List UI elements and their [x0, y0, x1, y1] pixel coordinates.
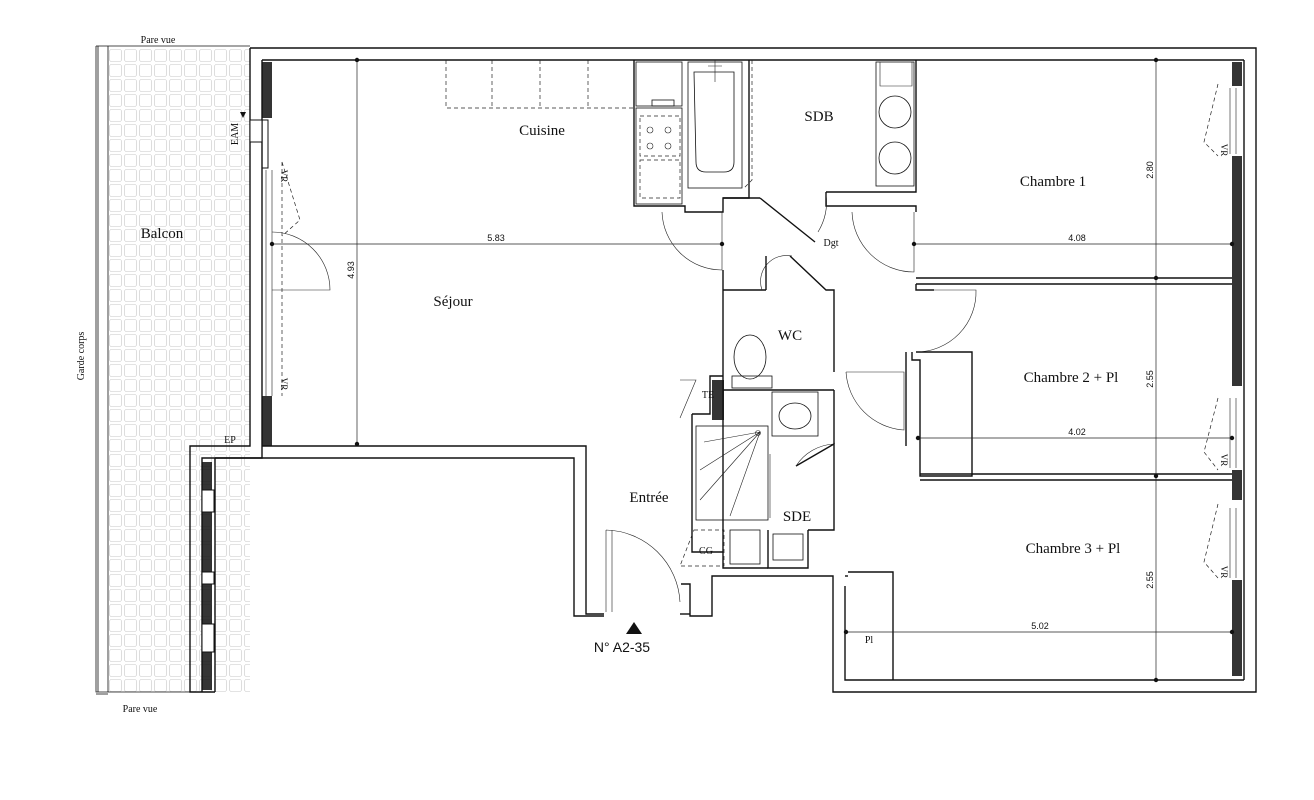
label-chambre-1: Chambre 1	[1020, 174, 1086, 190]
interior-walls	[633, 60, 1232, 680]
dim-chambre-1-width: 4.08	[1068, 233, 1086, 243]
dim-sejour-width: 5.83	[487, 233, 505, 243]
vr-sejour-bottom: VR	[279, 378, 289, 391]
garde-corps: Garde corps	[76, 332, 87, 381]
dim-chambre-3-depth: 2.55	[1145, 571, 1155, 589]
label-pl: Pl	[865, 635, 874, 646]
bathtub	[687, 60, 753, 189]
room-labels: Cuisine SDB Chambre 1 Balcon Séjour Dgt …	[141, 109, 1121, 646]
label-cg: CG	[699, 546, 713, 557]
dim-sejour-depth: 4.93	[346, 261, 356, 279]
window-sejour	[265, 161, 331, 396]
dim-chambre-2-depth: 2.55	[1145, 370, 1155, 388]
vr-chambre-2: VR	[1219, 454, 1229, 467]
facade-piers	[201, 62, 1242, 690]
dim-chambre-2-width: 4.02	[1068, 427, 1086, 437]
dimension-lines	[269, 57, 1235, 683]
label-ep: EP	[224, 435, 236, 446]
label-chambre-3: Chambre 3 + Pl	[1026, 541, 1121, 557]
label-sde: SDE	[783, 509, 811, 525]
label-te: TE	[702, 390, 714, 401]
label-eam: EAM	[230, 123, 241, 145]
label-balcon: Balcon	[141, 226, 184, 242]
vr-chambre-3: VR	[1219, 566, 1229, 579]
balcony	[95, 45, 250, 695]
label-entree: Entrée	[629, 490, 668, 506]
vr-chambre-1: VR	[1219, 144, 1229, 157]
label-chambre-2: Chambre 2 + Pl	[1024, 370, 1119, 386]
door-swings	[605, 193, 977, 612]
label-wc: WC	[778, 328, 802, 344]
vr-sejour-top: VR	[279, 170, 289, 183]
kitchen-fixtures	[445, 60, 683, 205]
windows-bedrooms	[1203, 83, 1237, 579]
entrance-arrow-icon	[626, 622, 642, 634]
dim-chambre-1-depth: 2.80	[1145, 161, 1155, 179]
annotations: Pare vue Pare vue Garde corps EAM EP VR …	[76, 35, 1229, 715]
wc-fixture	[731, 334, 773, 389]
exterior-walls	[189, 47, 1257, 693]
dim-chambre-3-width: 5.02	[1031, 621, 1049, 631]
label-sejour: Séjour	[433, 294, 472, 310]
sde-fixtures	[679, 380, 819, 567]
label-cuisine: Cuisine	[519, 123, 565, 139]
sdb-sinks	[875, 61, 915, 187]
unit-reference: N° A2-35	[594, 639, 650, 655]
pare-vue-bottom: Pare vue	[123, 704, 158, 715]
dimension-labels: 5.83 4.93 4.08 2.80 4.02 2.55 5.02 2.55	[346, 161, 1155, 631]
label-sdb: SDB	[804, 109, 833, 125]
eam-marker-icon	[240, 112, 246, 118]
pare-vue-top: Pare vue	[141, 35, 176, 46]
label-dgt: Dgt	[824, 238, 839, 249]
